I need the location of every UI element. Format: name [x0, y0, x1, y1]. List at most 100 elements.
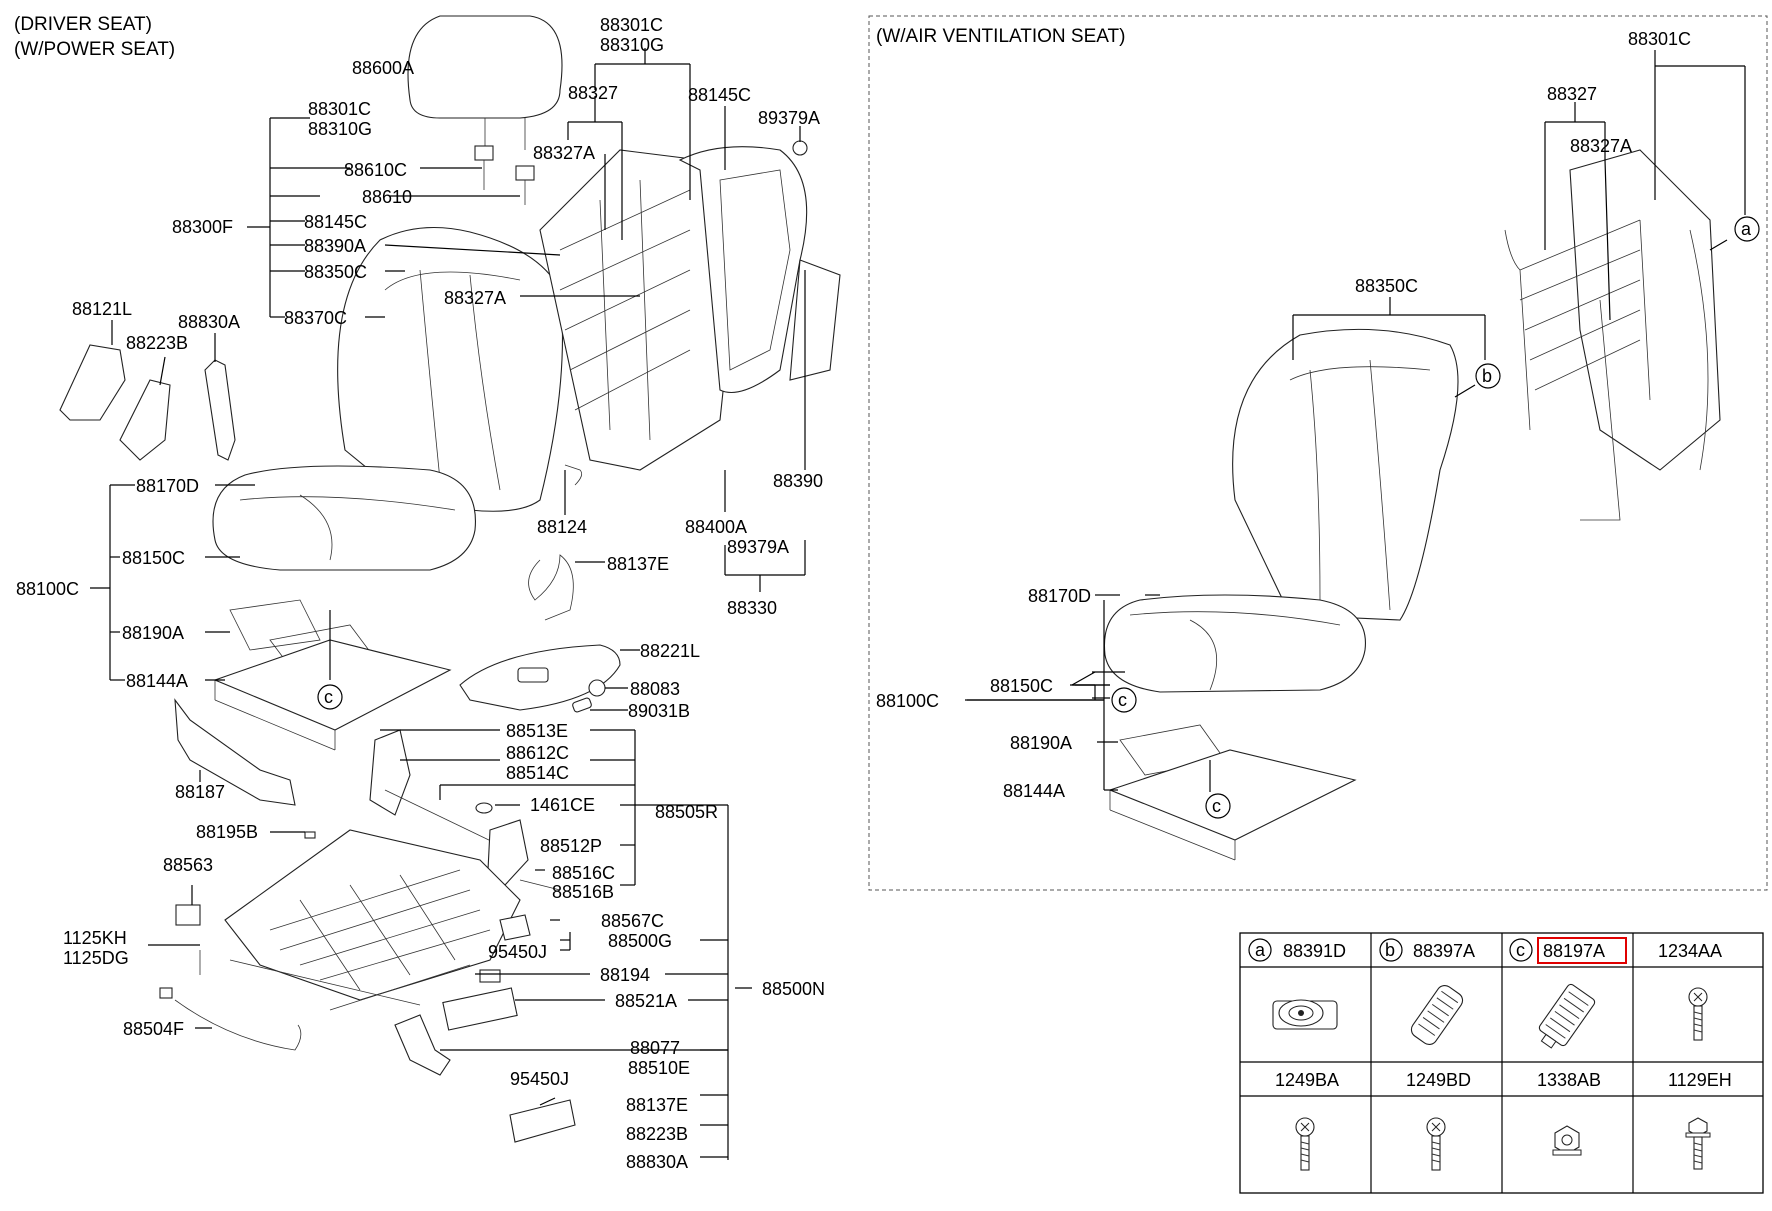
label-89379A-top: 89379A [758, 108, 820, 128]
screw-icon-1234AA [1688, 987, 1708, 1041]
ventilation-seat-frame-box [868, 15, 1768, 891]
label-88077: 88077 [630, 1038, 680, 1058]
vlabel-88170D: 88170D [1028, 586, 1091, 606]
vcallout-a-circle [1734, 216, 1760, 242]
label-88500G: 88500G [608, 931, 672, 951]
recliner-motor [369, 729, 411, 816]
side-bracket-88121L [59, 344, 126, 421]
part-88563 [175, 904, 201, 926]
vlabel-88144A: 88144A [1003, 781, 1065, 801]
vcallout-c2: c [1212, 796, 1221, 816]
label-88514C: 88514C [506, 763, 569, 783]
label-88100C: 88100C [16, 579, 79, 599]
seat-back-panel [678, 146, 808, 394]
vlabel-88190A: 88190A [1010, 733, 1072, 753]
label-88400A: 88400A [685, 517, 747, 537]
title-power-seat: (W/POWER SEAT) [14, 39, 175, 60]
label-95450J-a: 95450J [488, 942, 547, 962]
label-88563: 88563 [163, 855, 213, 875]
vcallout-c1: c [1118, 690, 1127, 710]
label-88223B: 88223B [126, 333, 188, 353]
label-88390: 88390 [773, 471, 823, 491]
callout-c-circle [317, 684, 343, 710]
screw-icon-1249BD [1426, 1117, 1446, 1171]
callout-c-label: c [324, 687, 333, 707]
label-88521A: 88521A [615, 991, 677, 1011]
table-key-c: c [1516, 940, 1525, 960]
vcallout-c2-circle [1205, 793, 1231, 819]
vlabel-88327: 88327 [1547, 84, 1597, 104]
parts-table: a 88391D b 88397A c 88197A 1234AA [1239, 932, 1764, 1194]
label-88145C-left: 88145C [304, 212, 367, 232]
label-88121L: 88121L [72, 299, 132, 319]
vcallout-a: a [1741, 219, 1752, 239]
headrest-shape [407, 15, 563, 119]
label-88195B: 88195B [196, 822, 258, 842]
label-88600A: 88600A [352, 58, 414, 78]
label-88390A: 88390A [304, 236, 366, 256]
right-labels: 88301C 88327 88327A 88350C 88170D 88100C… [876, 29, 1760, 819]
label-88500N: 88500N [762, 979, 825, 999]
label-88137E: 88137E [607, 554, 669, 574]
label-88350C-left: 88350C [304, 262, 367, 282]
table-part-1129EH: 1129EH [1668, 1070, 1732, 1090]
left-labels: 88600A 88301C 88310G 88327 88327A 88145C… [16, 15, 825, 1172]
label-88504F: 88504F [123, 1019, 184, 1039]
vcallout-b: b [1482, 366, 1492, 386]
wire-harness-88137E [528, 554, 574, 621]
label-88170D: 88170D [136, 476, 199, 496]
label-88221L: 88221L [640, 641, 700, 661]
table-part-1249BA: 1249BA [1275, 1070, 1339, 1090]
label-88301C-left: 88301C [308, 99, 371, 119]
label-88083: 88083 [630, 679, 680, 699]
left-leader-lines [90, 48, 806, 1160]
label-88190A: 88190A [122, 623, 184, 643]
ecu-95450J [509, 1099, 576, 1143]
label-88830A-b: 88830A [626, 1152, 688, 1172]
table-part-1338AB: 1338AB [1537, 1070, 1601, 1090]
label-88223B-b: 88223B [626, 1124, 688, 1144]
label-88516C: 88516C [552, 863, 615, 883]
side-trim-88223B [119, 379, 171, 461]
vlabel-88350C: 88350C [1355, 276, 1418, 296]
right-seat-drawing [1103, 149, 1721, 861]
label-88137E-b: 88137E [626, 1095, 688, 1115]
lever-88830A [204, 359, 236, 461]
vent-seat-pad [1108, 749, 1357, 841]
vent-seat-cushion [1103, 594, 1366, 693]
label-1125KH: 1125KH [63, 928, 127, 948]
right-leader-lines [965, 50, 1746, 792]
label-88187: 88187 [175, 782, 225, 802]
front-trim-88187 [174, 698, 296, 806]
left-seat-drawing [59, 15, 841, 1143]
vlabel-88150C: 88150C [990, 676, 1053, 696]
vcallout-c1-circle [1111, 687, 1137, 713]
title-driver-seat: (DRIVER SEAT) [14, 14, 152, 35]
label-88327A-top: 88327A [533, 143, 595, 163]
table-part-88397A: 88397A [1413, 941, 1475, 961]
label-88567C: 88567C [601, 911, 664, 931]
fan-pad-icon [1538, 983, 1596, 1049]
table-key-a: a [1255, 940, 1266, 960]
label-88830A: 88830A [178, 312, 240, 332]
table-part-88197A: 88197A [1543, 941, 1605, 961]
label-1461CE: 1461CE [530, 795, 595, 815]
table-key-b-circle [1379, 938, 1403, 962]
seat-back-cushion [337, 226, 564, 512]
label-88300F: 88300F [172, 217, 233, 237]
title-ventilation-seat: (W/AIR VENTILATION SEAT) [876, 26, 1125, 47]
table-part-1249BD: 1249BD [1406, 1070, 1471, 1090]
label-88327-top: 88327 [568, 83, 618, 103]
vlabel-88301C: 88301C [1628, 29, 1691, 49]
label-88194: 88194 [600, 965, 650, 985]
label-88505R: 88505R [655, 802, 718, 822]
label-88145C-top: 88145C [688, 85, 751, 105]
switch-88521A [442, 987, 518, 1031]
table-key-c-circle [1509, 938, 1533, 962]
label-88330: 88330 [727, 598, 777, 618]
table-part-88391D: 88391D [1283, 941, 1346, 961]
label-88327A-mid: 88327A [444, 288, 506, 308]
label-89379A-mid: 89379A [727, 537, 789, 557]
recliner-mechanism [487, 819, 529, 886]
